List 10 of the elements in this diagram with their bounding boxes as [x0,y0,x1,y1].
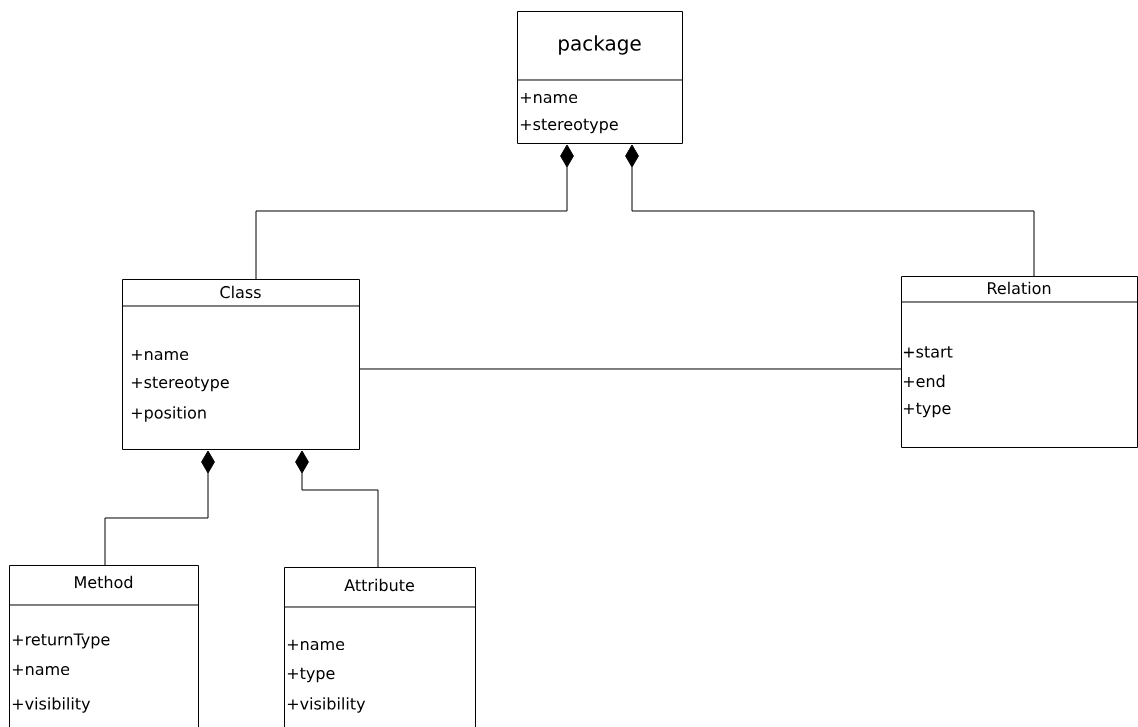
class-box: Method +returnType +name +visibility [8,565,199,727]
composition-line [625,144,1035,277]
association-line [359,368,902,370]
composition-line [104,450,215,566]
composition-line [295,450,379,568]
class-box: Attribute +name +type +visibility [283,567,476,727]
class-box: package +name +stereotype [516,11,683,144]
class-box: Relation +start +end +type [900,276,1138,448]
composition-line [255,144,574,280]
class-box: Class +name +stereotype +position [121,279,360,450]
